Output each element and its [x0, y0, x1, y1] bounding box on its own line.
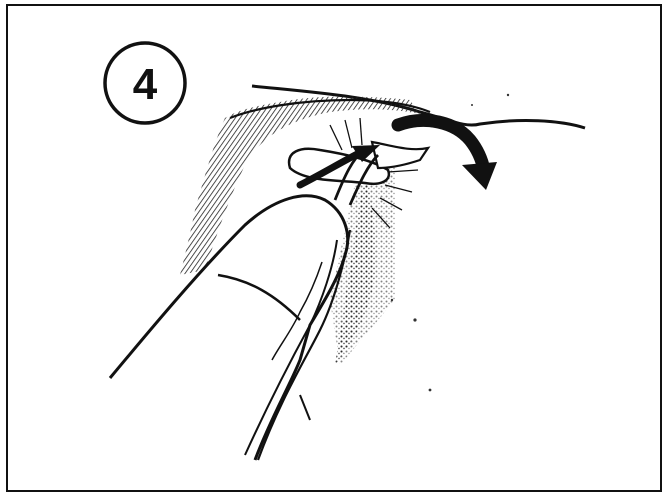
pen-reflection — [272, 262, 322, 360]
pen-highlight-inner — [245, 240, 337, 455]
pen-band-line — [218, 275, 300, 320]
speckles — [391, 94, 509, 392]
pen-tick — [300, 395, 310, 420]
pad-tip — [372, 142, 428, 168]
step-number: 4 — [133, 60, 158, 109]
pen-outer-outline — [110, 196, 348, 460]
step-badge: 4 — [105, 43, 185, 123]
eyelid-surface — [180, 86, 585, 365]
